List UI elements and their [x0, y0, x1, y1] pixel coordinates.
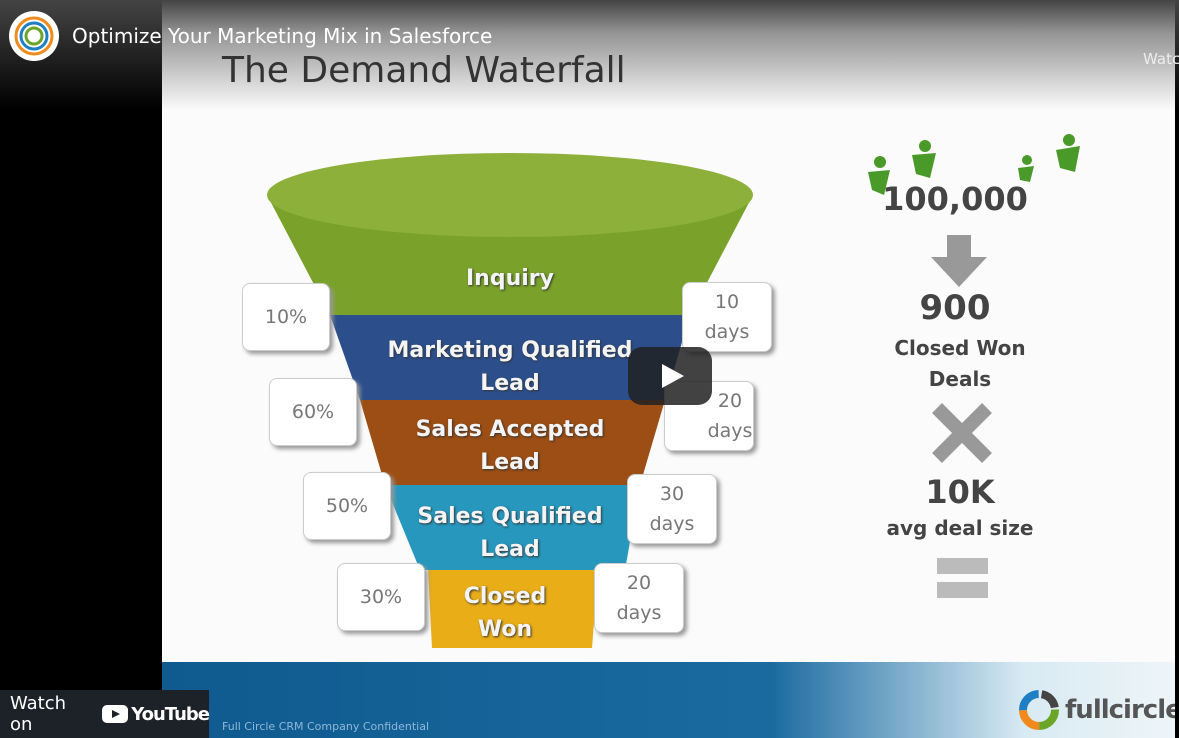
conversion-box: 50%: [303, 472, 391, 540]
duration-number: 10: [714, 291, 740, 313]
youtube-wordmark: YouTube: [131, 703, 210, 725]
stat-closed: 900: [919, 288, 991, 328]
conversion-box: 60%: [269, 378, 357, 446]
stat-inquiries: 100,000: [882, 180, 1028, 218]
duration-number: 30: [659, 483, 685, 505]
duration-box: 10 days: [682, 282, 772, 352]
funnel-top: [267, 153, 753, 237]
stage-label-inquiry: Inquiry: [466, 266, 554, 291]
stat-label-line: Deals: [928, 367, 992, 391]
people-icon: [868, 134, 1080, 195]
youtube-logo: YouTube: [102, 703, 210, 725]
duration-box: 20 days: [594, 563, 684, 633]
funnel-stage-sql: [385, 485, 640, 570]
conversion-box: 30%: [337, 563, 425, 631]
channel-logo-icon: [14, 16, 54, 56]
watch-on-label: Watch on: [10, 693, 67, 735]
watch-later-button[interactable]: Watc: [1143, 50, 1179, 68]
stage-label-line: Sales Qualified: [417, 504, 603, 529]
video-title[interactable]: Optimize Your Marketing Mix in Salesforc…: [72, 24, 493, 48]
multiply-icon: [932, 403, 992, 463]
stat-deal-label: avg deal size: [886, 516, 1034, 540]
play-button[interactable]: [628, 347, 712, 405]
slide-title: The Demand Waterfall: [222, 50, 626, 91]
stat-label-line: Closed Won: [894, 336, 1026, 360]
footer-band: [162, 662, 1175, 738]
watch-on-youtube-button[interactable]: Watch on YouTube: [0, 690, 210, 738]
funnel-stage-won: [428, 570, 598, 648]
arrow-down-icon: [931, 235, 987, 287]
stage-label-line: Won: [477, 617, 533, 642]
funnel-graphic: [267, 134, 1080, 648]
stage-label-line: Closed: [463, 584, 547, 609]
footer-text: Full Circle CRM Company Confidential: [222, 720, 430, 733]
logo-ring-icon: [1019, 690, 1059, 730]
equals-icon: [937, 558, 988, 598]
duration-number: 20: [717, 390, 743, 412]
title-overlay: [0, 0, 1179, 110]
duration-box: 30 days: [627, 474, 717, 544]
fullcircle-logo: fullcircle: [1017, 688, 1175, 732]
duration-unit: days: [649, 513, 695, 535]
stage-label-line: Lead: [480, 371, 540, 396]
duration-unit: days: [704, 321, 750, 343]
stage-label-line: Lead: [480, 537, 540, 562]
duration-unit: days: [616, 602, 662, 624]
stat-deal: 10K: [925, 473, 995, 511]
channel-avatar[interactable]: [9, 11, 59, 61]
logo-text: fullcircle: [1065, 695, 1175, 725]
video-slide[interactable]: The Demand Waterfall Inquiry Marketing Q…: [162, 0, 1175, 738]
stage-label-line: Sales Accepted: [415, 417, 605, 442]
stage-label-line: Marketing Qualified: [387, 338, 633, 363]
youtube-play-icon: [102, 705, 129, 723]
conversion-box: 10%: [242, 283, 330, 351]
duration-unit: days: [707, 420, 753, 442]
funnel-stage-sal: [360, 400, 665, 485]
duration-number: 20: [626, 572, 652, 594]
funnel-stage-mql: [330, 315, 690, 400]
stage-label-line: Lead: [480, 450, 540, 475]
